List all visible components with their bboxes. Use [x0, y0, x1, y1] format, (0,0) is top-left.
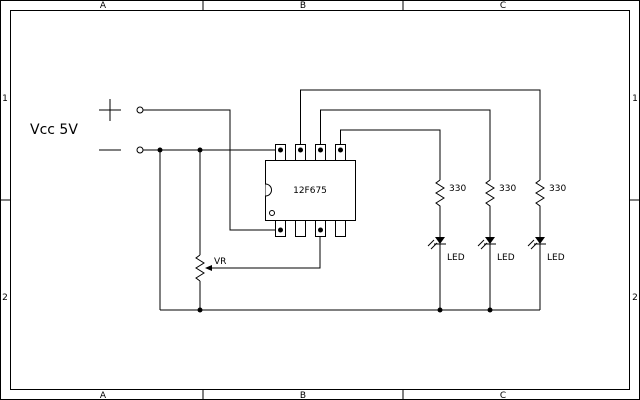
resistor-2-label: 330 — [499, 184, 516, 194]
pot-wiper-arrow — [205, 265, 212, 271]
inner-frame — [10, 10, 630, 390]
vcc-label: Vcc 5V — [30, 122, 78, 138]
column-label-c: C — [500, 1, 506, 11]
pot-label: VR — [214, 257, 226, 267]
resistor-1-label: 330 — [449, 184, 466, 194]
ic-pin1-dot — [269, 210, 275, 216]
potentiometer — [195, 254, 205, 282]
output-wire-3 — [300, 89, 541, 180]
vcc-wire — [143, 109, 280, 231]
ic-pins-bottom — [275, 220, 346, 237]
resistor-3 — [535, 179, 545, 240]
led-3 — [527, 237, 546, 310]
ic-label: 12F675 — [293, 186, 327, 196]
column-label-a-bottom: A — [100, 391, 107, 400]
column-label-c-bottom: C — [500, 391, 506, 400]
led-1-label: LED — [447, 253, 465, 263]
led-1 — [427, 237, 446, 310]
ic-body — [265, 160, 356, 221]
ic-notch — [265, 183, 272, 197]
resistor-2 — [485, 179, 495, 240]
gnd-terminal — [136, 146, 144, 154]
vcc-terminal — [136, 106, 144, 114]
output-wire-2 — [320, 109, 491, 180]
row-label-2-right: 2 — [632, 293, 638, 303]
output-wire-1 — [340, 129, 441, 180]
ic-pins-top — [275, 144, 346, 161]
resistor-1 — [435, 179, 445, 240]
pot-wiper-wire — [209, 230, 321, 269]
row-label-1-right: 1 — [632, 94, 638, 104]
row-label-1: 1 — [2, 94, 8, 104]
led-2-label: LED — [497, 253, 515, 263]
resistor-3-label: 330 — [549, 184, 566, 194]
column-label-b: B — [300, 1, 306, 11]
led-2 — [477, 237, 496, 310]
column-label-a: A — [100, 1, 107, 11]
led-3-label: LED — [547, 253, 565, 263]
plus-symbol — [99, 99, 121, 121]
row-label-2: 2 — [2, 293, 8, 303]
column-label-b-bottom: B — [300, 391, 306, 400]
